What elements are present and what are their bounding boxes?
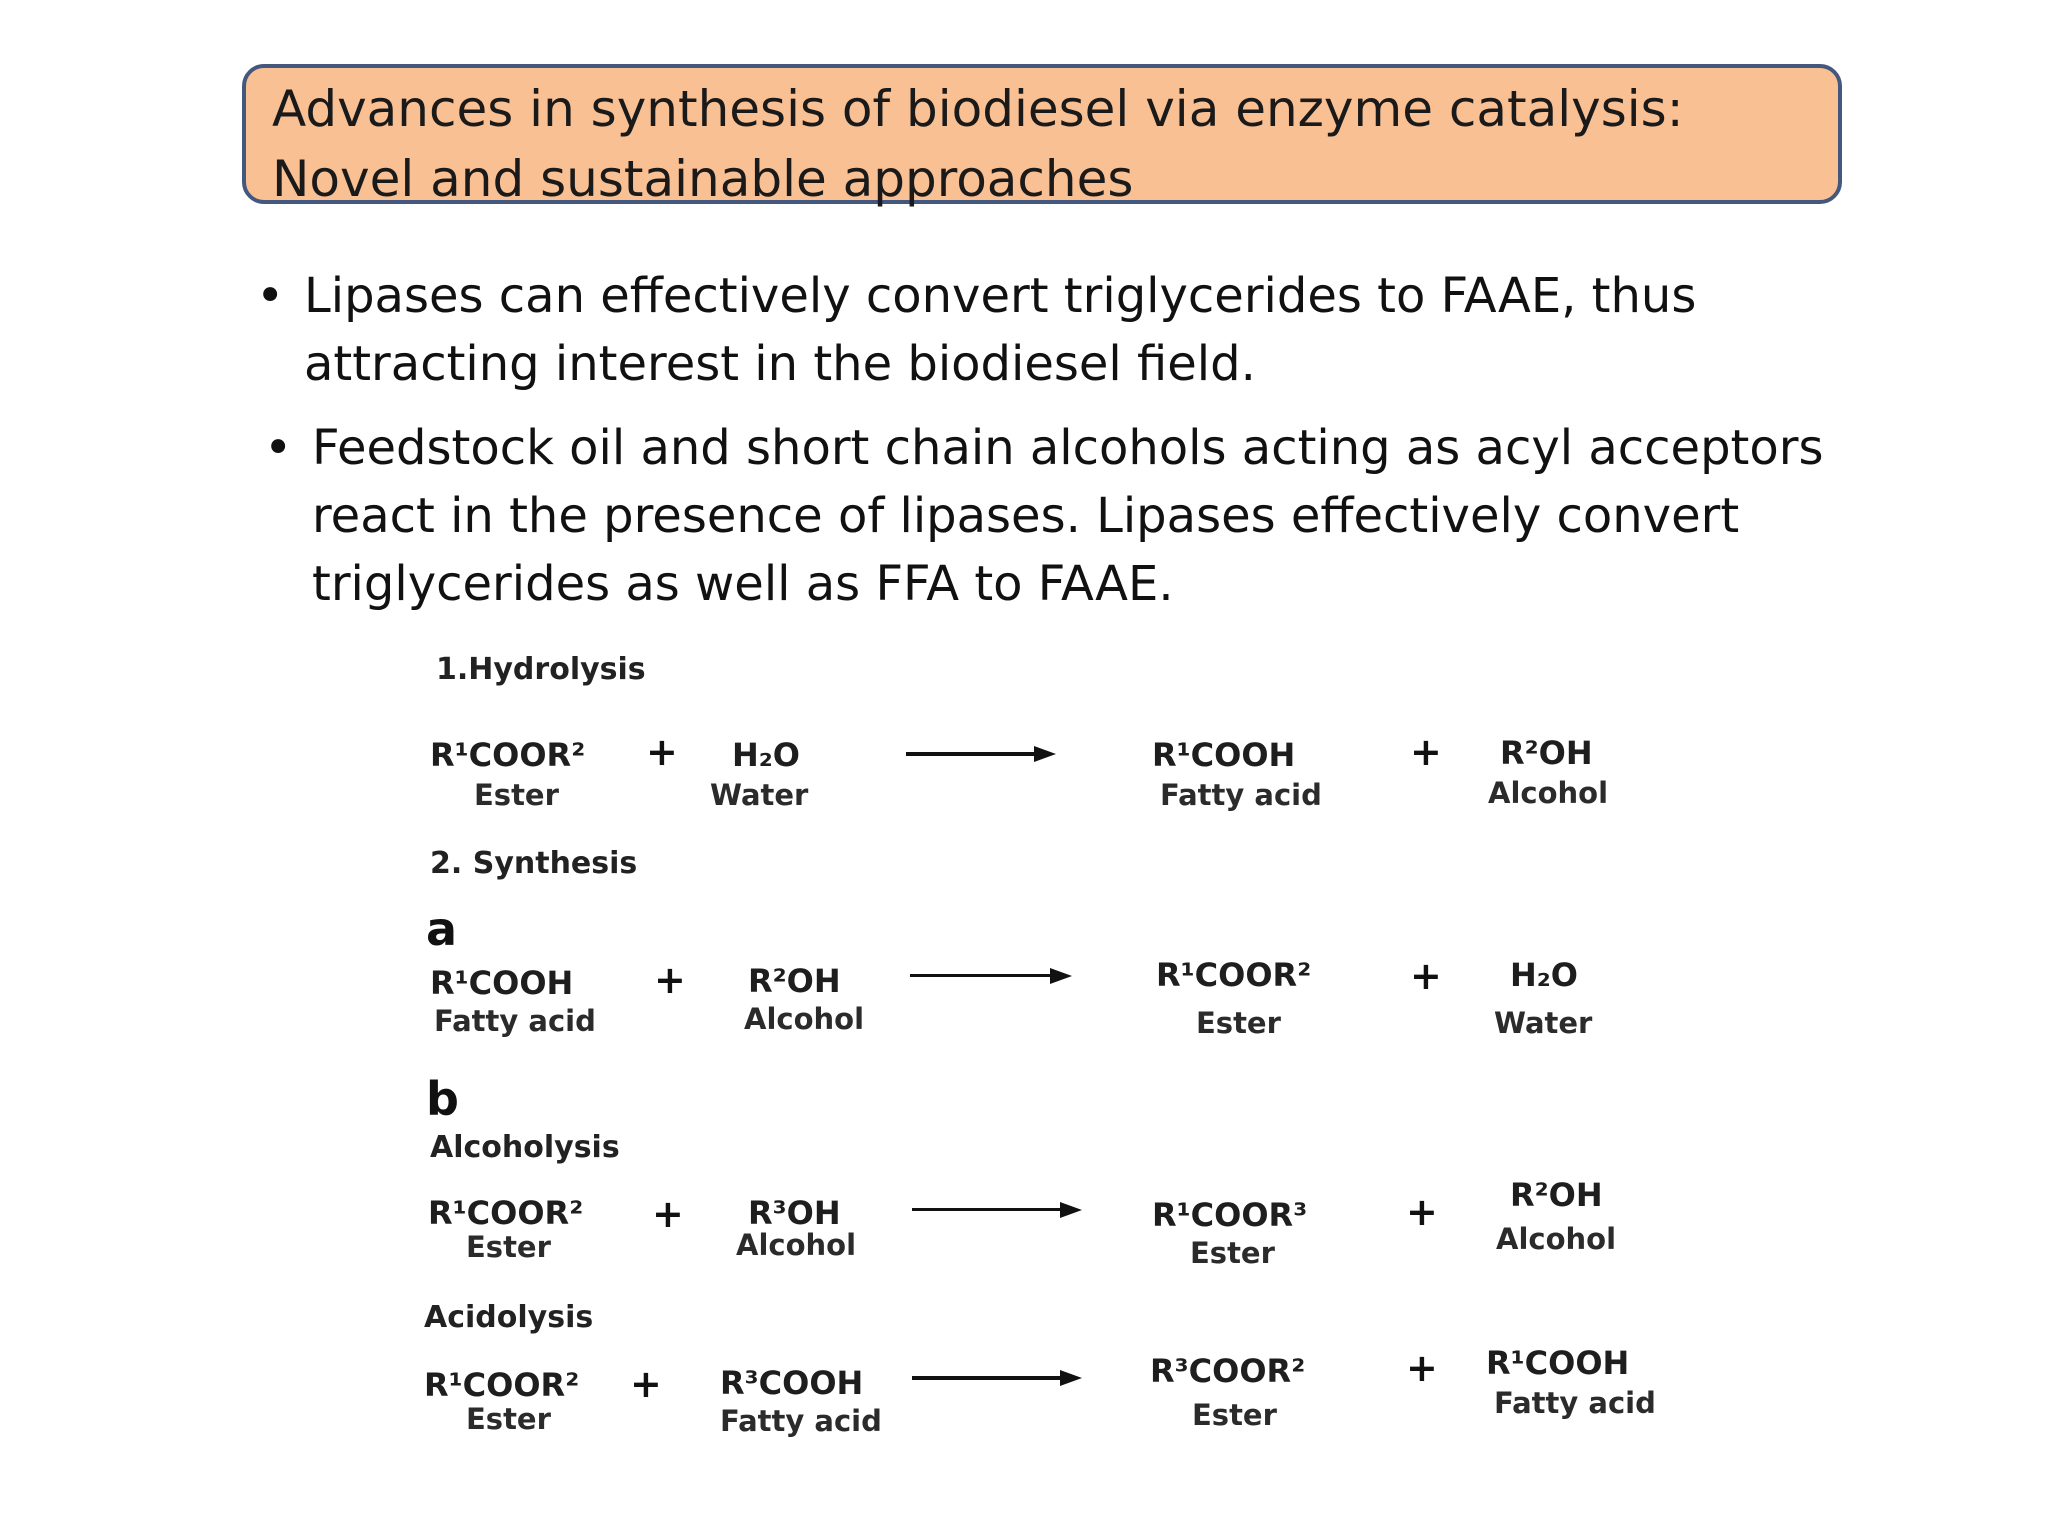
plus-sign: +: [652, 1192, 684, 1236]
esterification-reactant-2: R²OH: [748, 962, 841, 1000]
hydrolysis-product-1-name: Fatty acid: [1160, 778, 1322, 812]
letter-a-label: a: [426, 902, 458, 956]
plus-sign: +: [1410, 730, 1442, 774]
bullet-list: • Lipases can effectively convert trigly…: [254, 262, 1904, 618]
plus-sign: +: [1410, 954, 1442, 998]
hydrolysis-heading: 1.Hydrolysis: [436, 652, 646, 687]
esterification-reactant-2-name: Alcohol: [744, 1002, 865, 1036]
bullet-dot-icon: •: [256, 268, 285, 324]
esterification-product-2-name: Water: [1494, 1006, 1593, 1040]
reaction-arrow-icon: [910, 966, 1072, 986]
bullet-text: Lipases can effectively convert triglyce…: [304, 268, 1697, 392]
bullet-dot-icon: •: [264, 420, 293, 476]
esterification-product-2: H₂O: [1510, 956, 1578, 994]
esterification-product-1: R¹COOR²: [1156, 956, 1312, 994]
esterification-reactant-1: R¹COOH: [430, 964, 574, 1002]
plus-sign: +: [1406, 1346, 1438, 1390]
hydrolysis-product-1: R¹COOH: [1152, 736, 1296, 774]
acidolysis-product-1-name: Ester: [1192, 1398, 1277, 1432]
acidolysis-reactant-1-name: Ester: [466, 1402, 551, 1436]
alcoholysis-product-2-name: Alcohol: [1496, 1222, 1617, 1256]
bullet-item: • Lipases can effectively convert trigly…: [254, 262, 1904, 398]
hydrolysis-reactant-1: R¹COOR²: [430, 736, 586, 774]
alcoholysis-product-1-name: Ester: [1190, 1236, 1275, 1270]
plus-sign: +: [646, 730, 678, 774]
acidolysis-product-1: R³COOR²: [1150, 1352, 1306, 1390]
acidolysis-product-2: R¹COOH: [1486, 1344, 1630, 1382]
alcoholysis-product-2: R²OH: [1510, 1176, 1603, 1214]
alcoholysis-product-1: R¹COOR³: [1152, 1196, 1308, 1234]
hydrolysis-reactant-2-name: Water: [710, 778, 809, 812]
alcoholysis-reactant-1-name: Ester: [466, 1230, 551, 1264]
letter-b-label: b: [426, 1072, 459, 1126]
esterification-reactant-1-name: Fatty acid: [434, 1004, 596, 1038]
plus-sign: +: [654, 958, 686, 1002]
esterification-product-1-name: Ester: [1196, 1006, 1281, 1040]
acidolysis-reactant-2: R³COOH: [720, 1364, 864, 1402]
acidolysis-product-2-name: Fatty acid: [1494, 1386, 1656, 1420]
alcoholysis-reactant-2-name: Alcohol: [736, 1228, 857, 1262]
hydrolysis-reactant-2: H₂O: [732, 736, 800, 774]
acidolysis-heading: Acidolysis: [424, 1300, 594, 1335]
alcoholysis-reactant-2: R³OH: [748, 1194, 841, 1232]
title-box: Advances in synthesis of biodiesel via e…: [242, 64, 1842, 208]
alcoholysis-reactant-1: R¹COOR²: [428, 1194, 584, 1232]
acidolysis-reactant-2-name: Fatty acid: [720, 1404, 882, 1438]
bullet-item: • Feedstock oil and short chain alcohols…: [254, 414, 1904, 618]
bullet-text: Feedstock oil and short chain alcohols a…: [312, 420, 1824, 612]
hydrolysis-product-2: R²OH: [1500, 734, 1593, 772]
plus-sign: +: [1406, 1190, 1438, 1234]
reaction-arrow-icon: [912, 1368, 1082, 1388]
acidolysis-reactant-1: R¹COOR²: [424, 1366, 580, 1404]
hydrolysis-reactant-1-name: Ester: [474, 778, 559, 812]
synthesis-heading: 2. Synthesis: [430, 846, 638, 881]
plus-sign: +: [630, 1362, 662, 1406]
slide-title: Advances in synthesis of biodiesel via e…: [272, 80, 1684, 208]
hydrolysis-product-2-name: Alcohol: [1488, 776, 1609, 810]
alcoholysis-heading: Alcoholysis: [430, 1130, 620, 1165]
reaction-arrow-icon: [906, 744, 1056, 764]
reaction-arrow-icon: [912, 1200, 1082, 1220]
